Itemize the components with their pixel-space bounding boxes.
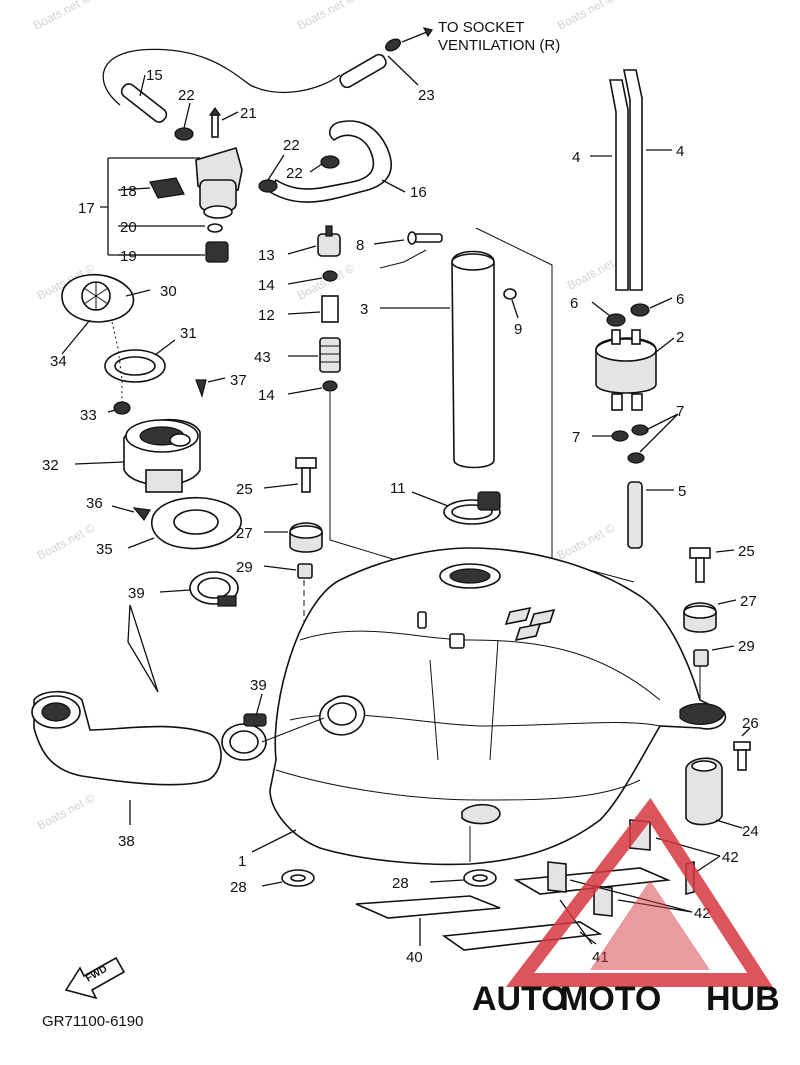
pipe-clamp-11: 11: [390, 480, 501, 525]
callout-4b: 4: [676, 143, 684, 160]
callout-22a: 22: [178, 87, 195, 104]
watermark-text: Boats.net ©: [555, 0, 617, 33]
sender-unit-17: 17 18 20 19: [78, 146, 243, 265]
callout-3: 3: [360, 301, 368, 318]
vent-valve-stack: 13 14 12 43 14: [254, 225, 397, 561]
callout-35: 35: [96, 541, 113, 558]
callout-12: 12: [258, 307, 275, 324]
callout-25b: 25: [738, 543, 755, 560]
callout-39a: 39: [128, 585, 145, 602]
tank-mount-right: 25 27 29: [683, 543, 757, 700]
logo-triangle-inner: [590, 880, 710, 970]
callout-17: 17: [78, 200, 95, 217]
vent-hose-15: 23 15: [102, 38, 435, 123]
watermark-text: Boats.net ©: [555, 521, 617, 563]
callout-13: 13: [258, 247, 275, 264]
logo-triangle-outer: [505, 797, 773, 987]
callout-16: 16: [410, 184, 427, 201]
note-line-2: VENTILATION (R): [438, 37, 560, 54]
callout-42a: 42: [722, 849, 739, 866]
callout-14a: 14: [258, 277, 275, 294]
tank-mount-left: 25 27 29: [236, 457, 323, 716]
callout-15: 15: [146, 67, 163, 84]
automotohub-logo: AUTO MOTO HUB: [472, 797, 780, 1018]
vent-fittings: 21 22: [174, 87, 257, 141]
callout-33: 33: [80, 407, 97, 424]
fuel-tank-1: 1: [238, 547, 727, 870]
callout-29b: 29: [738, 638, 755, 655]
callout-14b: 14: [258, 387, 275, 404]
callout-27b: 27: [740, 593, 757, 610]
callout-6b: 6: [676, 291, 684, 308]
bracket-24: 26 24: [685, 715, 759, 840]
callout-5: 5: [678, 483, 686, 500]
hose-16: 22 22 16: [258, 120, 427, 203]
logo-text-moto: MOTO: [560, 980, 661, 1018]
callout-21: 21: [240, 105, 257, 122]
callout-40: 40: [406, 949, 423, 966]
logo-text-hub: HUB: [706, 980, 780, 1018]
callout-26: 26: [742, 715, 759, 732]
callout-37: 37: [230, 372, 247, 389]
callout-8: 8: [356, 237, 364, 254]
watermark-text: Boats.net ©: [35, 791, 97, 833]
watermark-text: Boats.net ©: [35, 521, 97, 563]
callout-39b: 39: [250, 677, 267, 694]
callout-29a: 29: [236, 559, 253, 576]
callout-22b: 22: [283, 137, 300, 154]
callout-30: 30: [160, 283, 177, 300]
callout-4a: 4: [572, 149, 580, 166]
callout-19: 19: [120, 248, 137, 265]
ventilation-note: TO SOCKET VENTILATION (R): [401, 19, 560, 54]
callout-1: 1: [238, 853, 246, 870]
callout-7a: 7: [572, 429, 580, 446]
callout-2: 2: [676, 329, 684, 346]
watermark-text: Boats.net ©: [31, 0, 93, 33]
filler-cap-30: 30 34 31 33: [50, 273, 197, 424]
callout-28a: 28: [230, 879, 247, 896]
callout-7b: 7: [676, 403, 684, 420]
callout-34: 34: [50, 353, 67, 370]
callout-32: 32: [42, 457, 59, 474]
callout-31: 31: [180, 325, 197, 342]
tank-washers-28: 28 28: [230, 869, 497, 896]
callout-11: 11: [390, 480, 406, 497]
filler-hose-38: 39 38: [31, 571, 239, 850]
callout-43: 43: [254, 349, 271, 366]
callout-9: 9: [514, 321, 522, 338]
inlet-clamp-39: 39: [221, 677, 325, 761]
callout-25a: 25: [236, 481, 253, 498]
callout-18: 18: [120, 183, 137, 200]
breather-pipes-4: 4 4 6 6 2 7 7 5: [570, 69, 686, 549]
filler-neck-32: 37 32 36 35: [42, 372, 247, 558]
callout-27a: 27: [236, 525, 253, 542]
callout-6a: 6: [570, 295, 578, 312]
callout-22c: 22: [286, 165, 303, 182]
callout-24: 24: [742, 823, 759, 840]
callout-20: 20: [120, 219, 137, 236]
callout-28b: 28: [392, 875, 409, 892]
note-line-1: TO SOCKET: [438, 19, 524, 36]
watermark-text: Boats.net ©: [295, 0, 357, 33]
drawing-code: GR71100-6190: [42, 1013, 143, 1030]
callout-38: 38: [118, 833, 135, 850]
callout-23: 23: [418, 87, 435, 104]
pickup-pipe-3: 8 9 3: [356, 227, 635, 583]
logo-text-auto: AUTO: [472, 980, 568, 1018]
fwd-arrow: FWD: [64, 956, 126, 1000]
callout-36: 36: [86, 495, 103, 512]
